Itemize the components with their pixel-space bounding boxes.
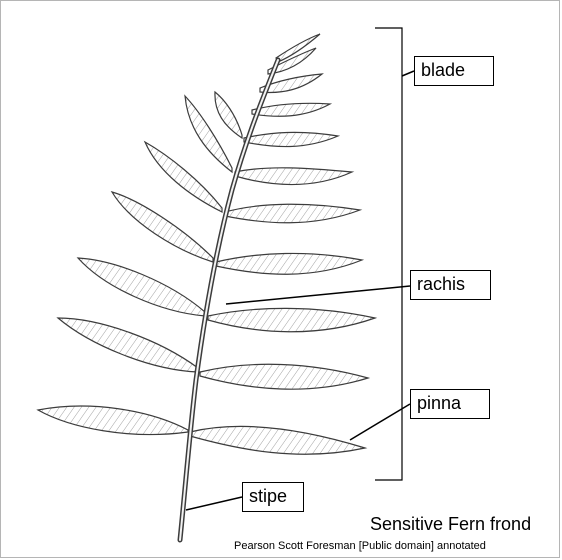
- pinna-right-6: [235, 168, 352, 185]
- pinna-right-2: [200, 364, 368, 389]
- figure-caption: Sensitive Fern frond: [370, 514, 531, 535]
- label-stipe: stipe: [242, 482, 304, 512]
- label-pinna: pinna: [410, 389, 490, 419]
- pinna-right-8: [252, 103, 330, 116]
- pinna-left-1: [38, 406, 188, 434]
- rachis-leader-line: [226, 286, 410, 304]
- blade-leader-line: [402, 71, 414, 76]
- pinna-right-7: [244, 132, 338, 146]
- pinna-left-4: [112, 192, 213, 262]
- pinna-right-4: [216, 253, 362, 274]
- pinnae: [38, 34, 375, 454]
- stipe-leader-line: [186, 497, 242, 510]
- pinna-right-5: [225, 204, 360, 223]
- image-credit: Pearson Scott Foresman [Public domain] a…: [234, 540, 486, 552]
- blade-bracket: [375, 28, 402, 480]
- pinna-leader-line: [350, 404, 410, 440]
- pinna-left-2: [58, 318, 198, 372]
- pinna-right-3: [208, 308, 375, 331]
- pinna-left-7: [215, 92, 242, 138]
- label-blade: blade: [414, 56, 494, 86]
- label-rachis: rachis: [410, 270, 491, 300]
- pinna-left-3: [78, 258, 205, 316]
- pinna-right-1: [190, 426, 365, 454]
